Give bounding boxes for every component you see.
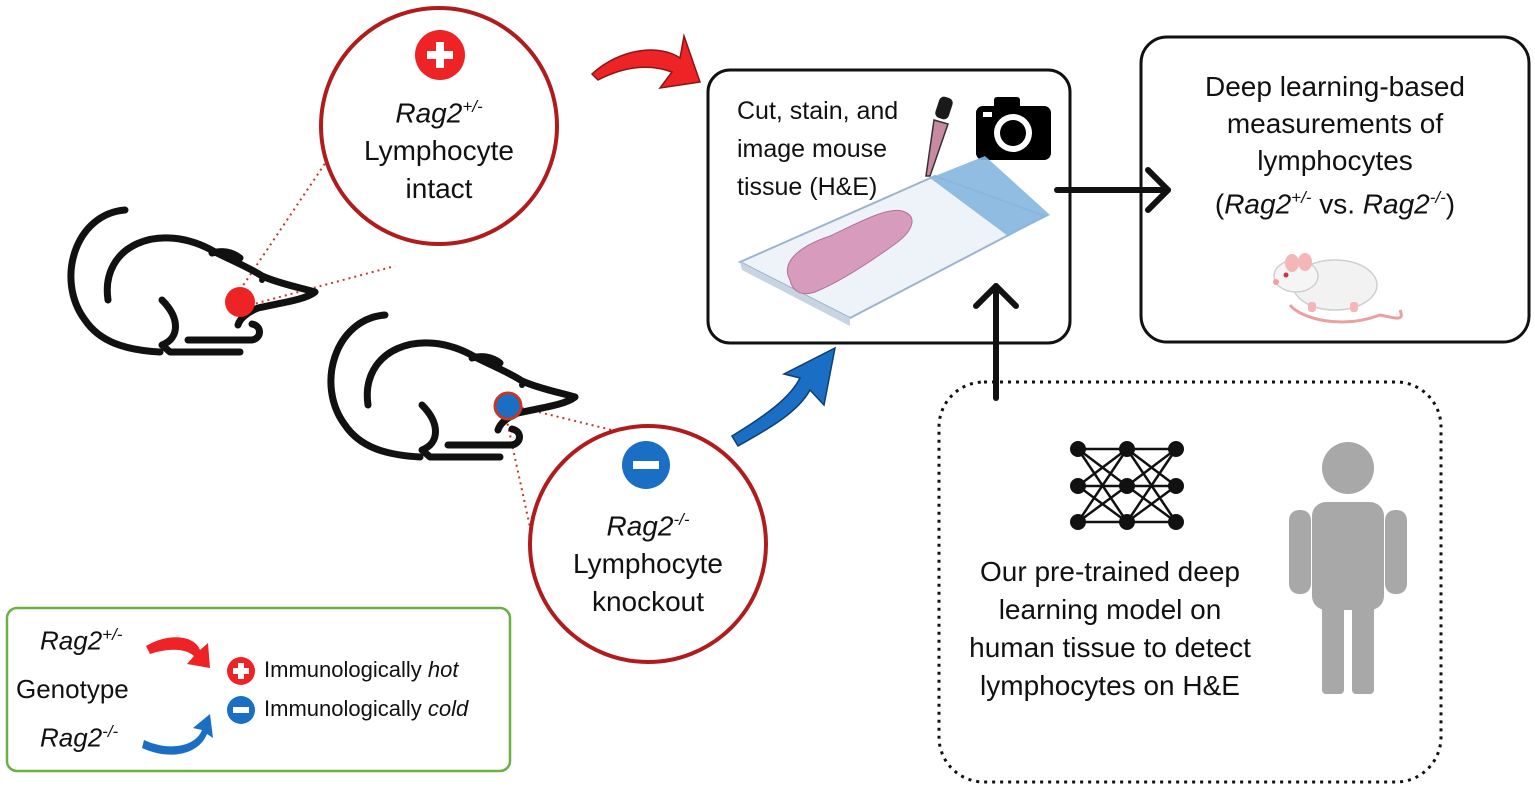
lab-mouse-icon xyxy=(1273,253,1403,324)
neural-network-icon xyxy=(1070,441,1184,530)
ko-circle xyxy=(528,424,768,664)
minus-icon xyxy=(622,441,670,489)
tissue-slide-icon xyxy=(737,156,1050,326)
legend-genotype-label: Genotype xyxy=(16,674,129,704)
ko-circle-text: Rag2-/- Lymphocyte knockout xyxy=(548,501,748,621)
het-line2: intact xyxy=(405,173,473,205)
het-genotype-label: Rag2+/- xyxy=(395,97,483,129)
arrow-model-to-process xyxy=(973,283,1019,401)
blue-arrow xyxy=(730,346,837,448)
legend-minus-icon xyxy=(227,696,255,724)
het-circle xyxy=(319,6,559,246)
output-box-text: Deep learning-based measurements of lymp… xyxy=(1150,68,1520,222)
legend-red-arrow xyxy=(146,637,210,668)
model-line2: learning model on xyxy=(998,594,1222,625)
ko-marker xyxy=(493,391,523,421)
output-line1: Deep learning-based xyxy=(1205,71,1465,102)
legend-ko-genotype: Rag2-/- xyxy=(40,722,119,753)
het-line1: Lymphocyte xyxy=(364,135,514,167)
mouse-ko-icon xyxy=(327,311,579,461)
output-line4: (Rag2+/- vs. Rag2-/-) xyxy=(1214,188,1456,220)
ko-line2: knockout xyxy=(591,586,705,618)
legend-cold-label: Immunologically cold xyxy=(264,696,469,721)
output-line2: measurements of xyxy=(1226,108,1444,139)
plus-icon xyxy=(415,30,465,80)
legend-blue-arrow xyxy=(142,714,213,755)
legend-box xyxy=(5,606,512,773)
model-line3: human tissue to detect xyxy=(969,632,1251,663)
het-marker xyxy=(225,287,255,317)
red-arrow xyxy=(590,33,702,90)
model-line4: lymphocytes on H&E xyxy=(980,670,1240,701)
het-circle-text: Rag2+/- Lymphocyte intact xyxy=(339,88,539,208)
model-line1: Our pre-trained deep xyxy=(980,556,1240,587)
legend-hot-label: Immunologically hot xyxy=(264,657,459,682)
process-box-text: Cut, stain, and image mouse tissue (H&E) xyxy=(737,97,899,201)
ko-genotype-label: Rag2-/- xyxy=(606,510,690,542)
human-silhouette-icon xyxy=(1289,442,1407,694)
legend-plus-icon xyxy=(227,657,255,685)
legend-het-genotype: Rag2+/- xyxy=(40,625,123,656)
mouse-het-icon xyxy=(67,206,319,356)
arrow-process-to-output xyxy=(1054,167,1171,213)
ko-line1: Lymphocyte xyxy=(573,548,723,580)
output-line3: lymphocytes xyxy=(1257,145,1413,176)
model-box-text: Our pre-trained deep learning model on h… xyxy=(950,553,1270,705)
camera-icon xyxy=(976,97,1051,160)
